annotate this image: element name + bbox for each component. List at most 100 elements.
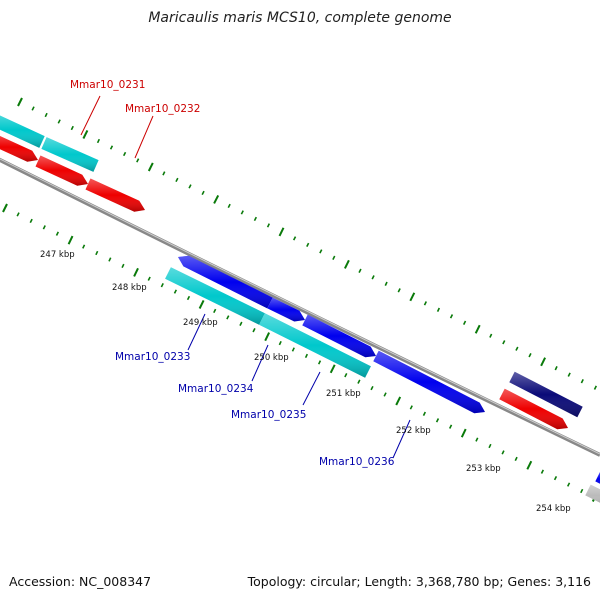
topology-summary: Topology: circular; Length: 3,368,780 bp…: [247, 574, 591, 589]
gene-label-mmar10-0234[interactable]: Mmar10_0234: [178, 383, 254, 395]
inner-tick: [82, 244, 86, 249]
outer-tick: [240, 210, 244, 215]
cds-red-3-shade: [85, 178, 145, 212]
inner-tick: [95, 250, 99, 256]
outer-tick: [593, 385, 598, 390]
outer-tick: [319, 249, 323, 254]
outer-tick: [462, 320, 467, 325]
inner-tick: [580, 488, 584, 494]
inner-tick: [304, 353, 309, 359]
inner-tick: [147, 276, 151, 281]
outer-tick: [580, 379, 584, 384]
scale-label-251: 251 kbp: [326, 389, 361, 399]
inner-tick: [422, 411, 427, 416]
outer-tick: [253, 216, 258, 222]
map-title: Maricaulis maris MCS10, complete genome: [148, 10, 452, 26]
inner-tick: [133, 267, 139, 277]
inner-tick: [67, 235, 74, 245]
scale-label-254: 254 kbp: [536, 504, 571, 514]
inner-tick: [226, 315, 230, 320]
inner-tick: [213, 308, 217, 314]
inner-tick-track: [2, 203, 598, 502]
inner-tick: [278, 340, 282, 346]
inner-tick: [16, 212, 20, 217]
inner-tick: [121, 263, 125, 269]
inner-tick: [198, 299, 205, 309]
inner-tick: [239, 321, 243, 326]
scale-label-247: 247 kbp: [40, 250, 75, 260]
gene-label-mmar10-0231[interactable]: Mmar10_0231: [70, 79, 145, 91]
outer-tick: [188, 184, 192, 189]
inner-tick: [291, 347, 295, 352]
inner-tick: [42, 225, 46, 230]
inner-tick: [514, 456, 518, 462]
outer-tick: [136, 158, 140, 163]
genome-backbone: [0, 157, 600, 457]
outer-tick: [57, 119, 61, 124]
inner-tick: [460, 428, 467, 438]
outer-tick: [227, 203, 231, 209]
outer-tick: [409, 292, 416, 302]
outer-tick: [371, 275, 375, 280]
inner-tick: [108, 257, 112, 262]
gene-cyan-0234-shade: [259, 313, 371, 378]
gene-label-mmar10-0232[interactable]: Mmar10_0232: [125, 103, 200, 115]
outer-tick: [449, 314, 454, 319]
gene-cyan-left-2-shade: [41, 137, 99, 172]
outer-tick: [82, 129, 89, 139]
inner-tick: [329, 364, 336, 374]
outer-tick: [175, 177, 179, 183]
scale-label-252: 252 kbp: [396, 426, 431, 436]
inner-tick: [29, 218, 33, 224]
outer-tick: [474, 324, 481, 334]
inner-tick: [526, 460, 533, 470]
outer-tick: [489, 333, 493, 338]
outer-tick: [436, 307, 441, 312]
cds-red-right-shade: [499, 388, 568, 430]
outer-tick: [306, 242, 310, 247]
outer-tick: [162, 171, 166, 176]
inner-tick: [395, 396, 402, 406]
scale-label-248: 248 kbp: [112, 283, 147, 293]
inner-tick: [264, 332, 271, 342]
inner-tick: [409, 405, 413, 410]
inner-tick: [317, 360, 322, 365]
inner-tick: [2, 203, 8, 213]
gene-label-mmar10-0236[interactable]: Mmar10_0236: [319, 456, 395, 468]
cds-blue-0235-shade: [302, 314, 376, 358]
gene-label-mmar10-0233[interactable]: Mmar10_0233: [115, 351, 190, 363]
cds-dark-right-shade: [509, 371, 583, 418]
feature-grey-edge-shade: [585, 484, 600, 503]
leader-line-mmar10-0233: [187, 313, 206, 351]
cds-blue-0233-shade: [178, 255, 273, 309]
outer-tick: [213, 194, 220, 204]
outer-tick: [266, 223, 271, 228]
inner-tick: [383, 392, 387, 397]
cds-blue-0236-shade: [373, 350, 485, 414]
gene-cyan-0233-shade: [165, 267, 265, 325]
leader-line-mmar10-0234: [251, 344, 269, 382]
outer-tick: [109, 145, 114, 150]
inner-tick: [566, 482, 571, 487]
outer-tick: [397, 288, 401, 293]
gene-label-mmar10-0235[interactable]: Mmar10_0235: [231, 409, 306, 421]
outer-tick: [201, 190, 205, 196]
outer-tick: [96, 138, 101, 144]
cds-red-1-shade: [0, 135, 38, 162]
outer-tick: [332, 255, 336, 260]
outer-tick-track: [17, 97, 598, 390]
inner-tick: [252, 328, 256, 333]
outer-tick: [502, 340, 506, 345]
leader-line-mmar10-0236: [392, 419, 411, 459]
scale-label-253: 253 kbp: [466, 464, 501, 474]
outer-tick: [122, 151, 127, 157]
inner-tick: [357, 379, 361, 384]
inner-tick: [448, 424, 453, 429]
inner-tick: [501, 450, 505, 455]
inner-tick: [370, 385, 374, 391]
leader-line-mmar10-0232: [134, 115, 154, 159]
outer-tick: [17, 97, 23, 107]
inner-tick: [475, 437, 479, 442]
